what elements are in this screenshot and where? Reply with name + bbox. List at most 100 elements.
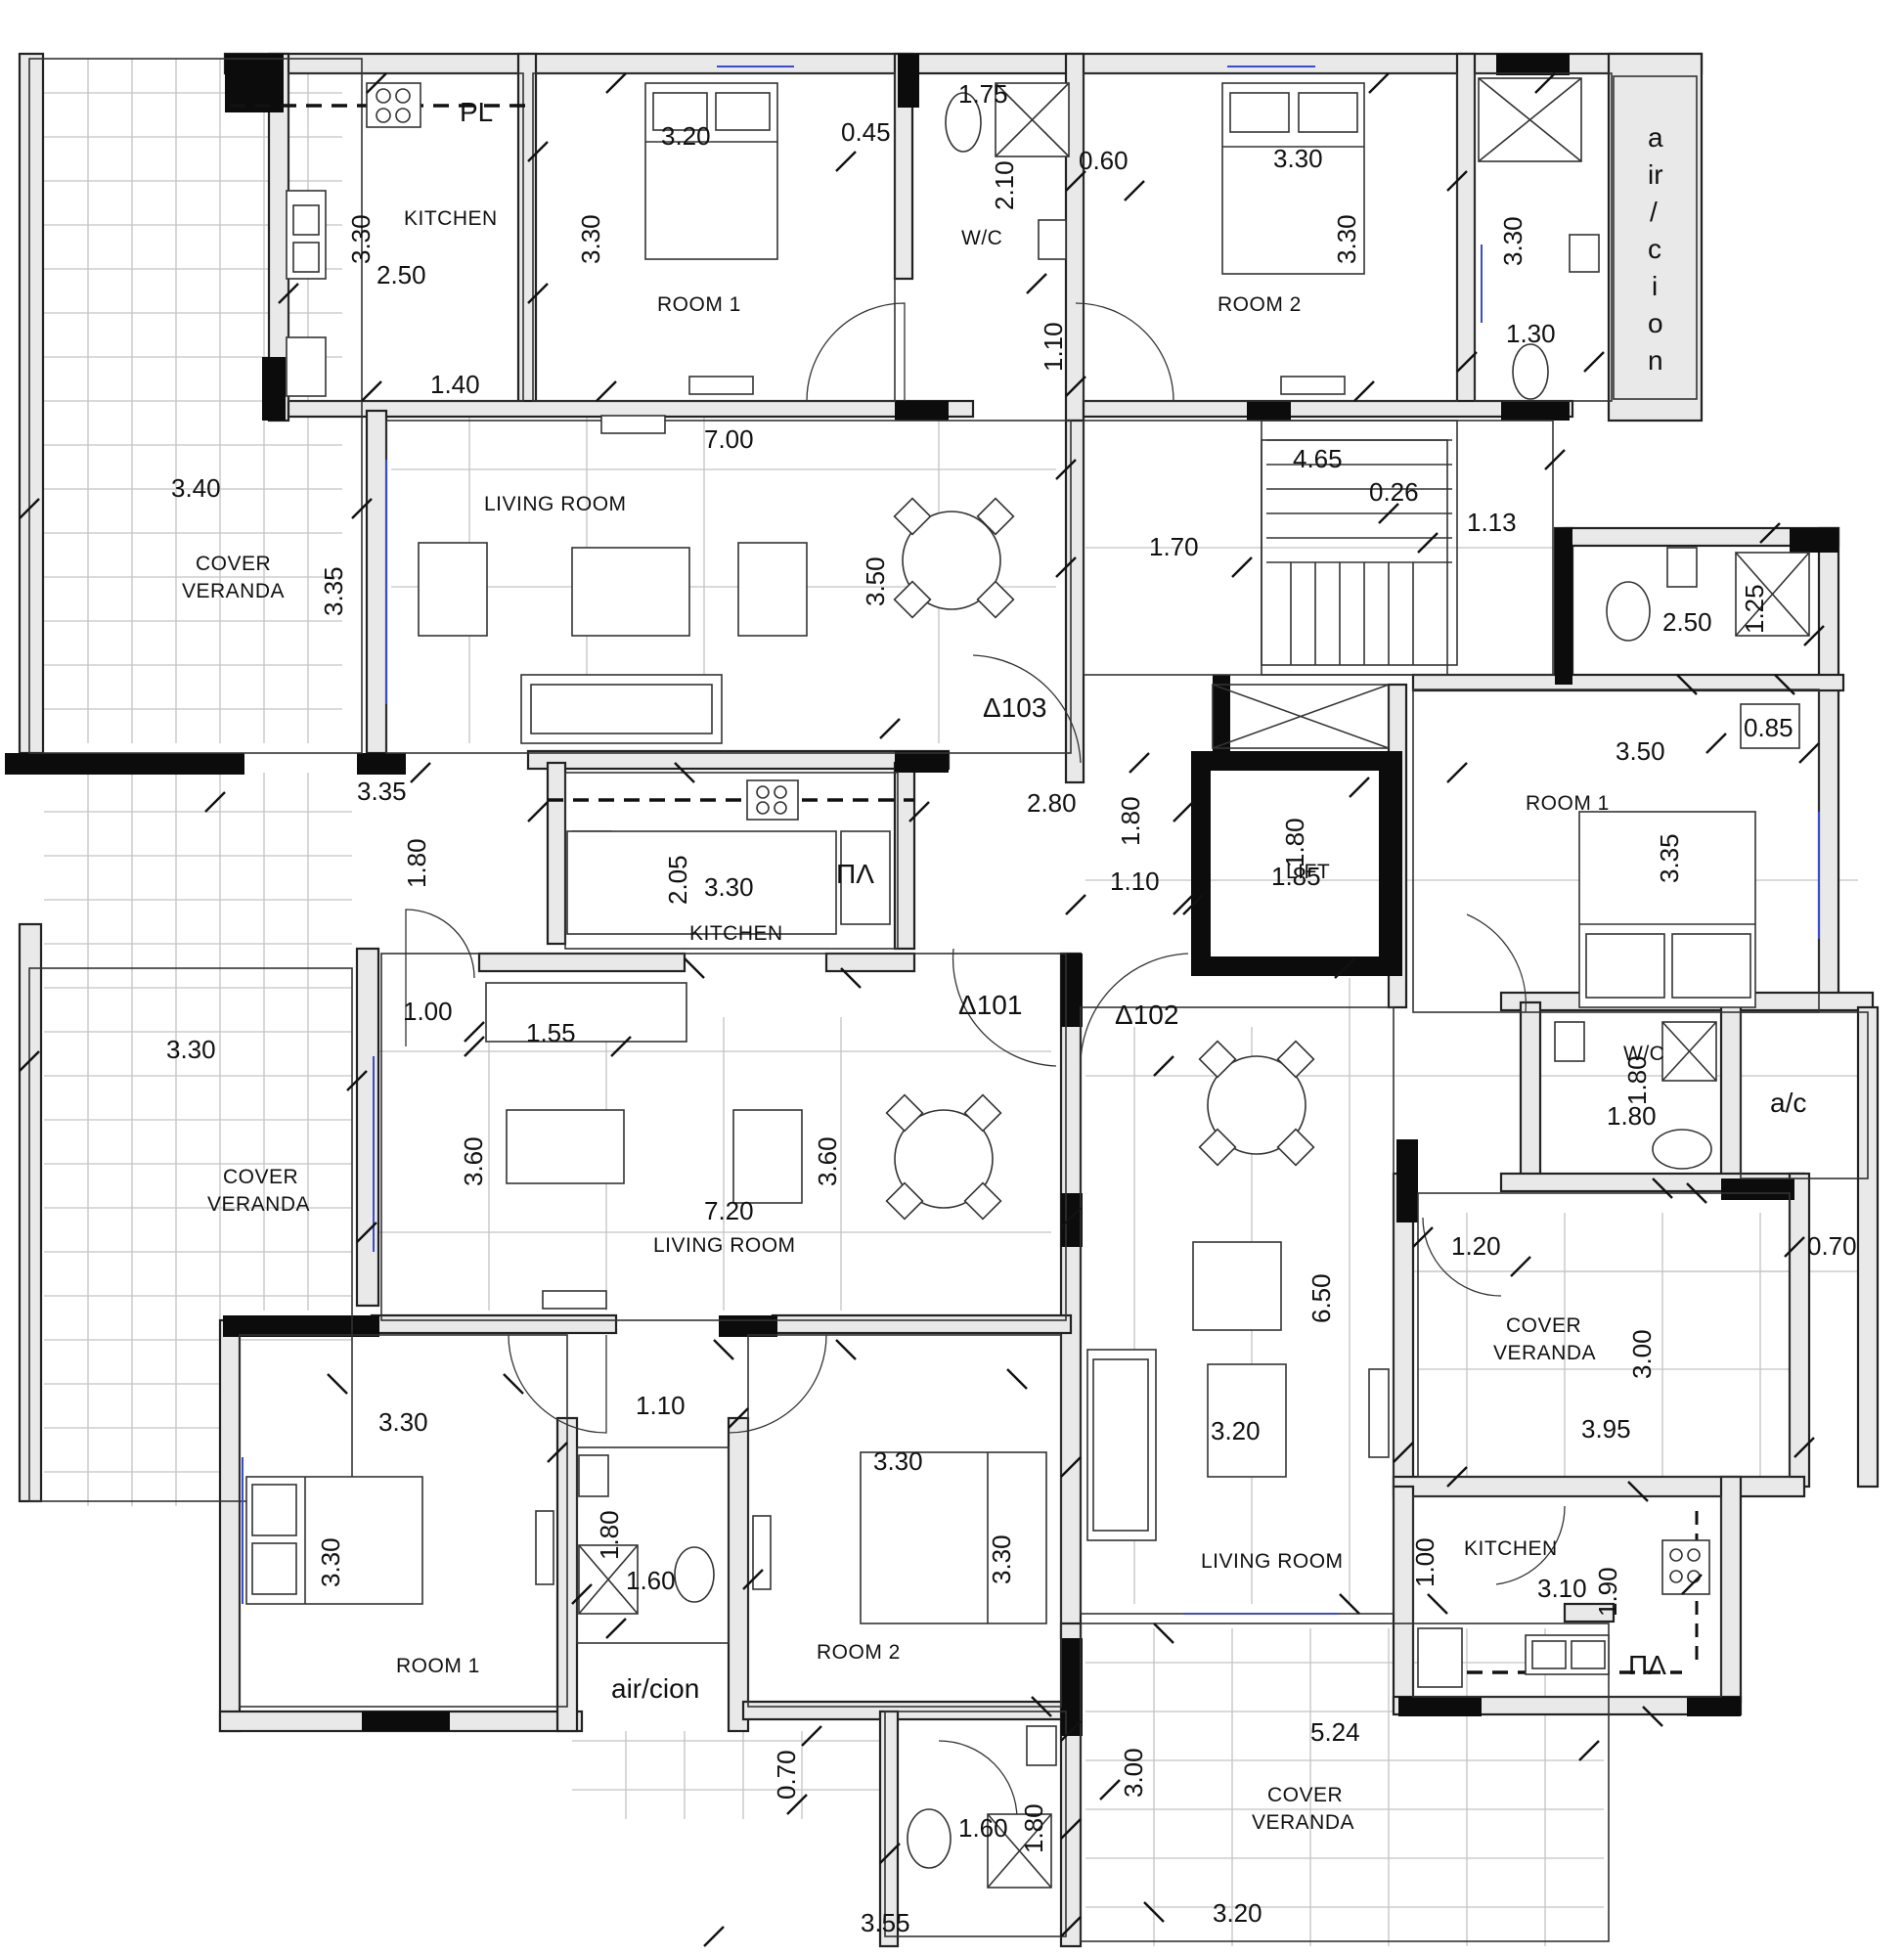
dimension-label: 1.30 bbox=[1506, 319, 1556, 348]
dimension-label: 3.35 bbox=[1655, 833, 1684, 883]
dimension-label: 3.40 bbox=[171, 473, 221, 503]
dimension-label: 6.50 bbox=[1306, 1273, 1336, 1323]
living-b-label: LIVING ROOM bbox=[653, 1234, 796, 1257]
plumbing-tag-top: PL bbox=[460, 97, 493, 127]
dimension-label: 3.50 bbox=[1616, 736, 1665, 766]
dimension-label: 1.85 bbox=[1271, 862, 1321, 891]
room1-b-label: ROOM 1 bbox=[396, 1655, 480, 1677]
unit-tag-102: Δ102 bbox=[1115, 1000, 1178, 1030]
plumbing-tag-mid: ΠΛ bbox=[836, 859, 874, 889]
veranda-b-label-line1: COVER bbox=[223, 1166, 298, 1188]
dimension-label: 3.30 bbox=[378, 1407, 428, 1437]
kitchen-b-label: KITCHEN bbox=[689, 922, 783, 945]
dimension-label: 3.10 bbox=[1537, 1574, 1587, 1603]
unit-tag-101: Δ101 bbox=[958, 990, 1022, 1020]
veranda-b-label-line2: VERANDA bbox=[207, 1193, 310, 1216]
dimension-label: 1.70 bbox=[1149, 532, 1199, 561]
dimension-label: 1.00 bbox=[1410, 1537, 1439, 1587]
dimension-label: 1.90 bbox=[1593, 1567, 1622, 1617]
dimension-label: 1.55 bbox=[526, 1018, 576, 1047]
unit-tag-103: Δ103 bbox=[983, 692, 1046, 723]
aircion-a-letter: / bbox=[1650, 197, 1658, 227]
dimension-label: 1.10 bbox=[1039, 322, 1068, 372]
aircion-a-letter: ir bbox=[1648, 159, 1663, 190]
room1-a-label: ROOM 1 bbox=[657, 293, 741, 316]
staircase bbox=[1261, 420, 1458, 666]
dimension-label: 3.55 bbox=[861, 1908, 910, 1937]
windows bbox=[242, 66, 1820, 1615]
dimension-label: 1.25 bbox=[1740, 584, 1769, 634]
dimension-label: 1.80 bbox=[402, 838, 431, 888]
furniture bbox=[245, 77, 1810, 1889]
dimensions: 3.30 2.50 1.40 3.20 3.30 0.45 1.75 2.10 … bbox=[166, 79, 1857, 1937]
dimension-label: 3.30 bbox=[987, 1534, 1016, 1584]
dimension-label: 3.20 bbox=[1213, 1898, 1262, 1928]
dimension-label: 3.60 bbox=[813, 1136, 842, 1186]
veranda-c-label-line2: VERANDA bbox=[1493, 1342, 1596, 1364]
lift-label: LIFT bbox=[1286, 861, 1330, 883]
living-a-label: LIVING ROOM bbox=[484, 493, 627, 515]
kitchen-c-label: KITCHEN bbox=[1464, 1537, 1558, 1560]
dimension-label: 0.85 bbox=[1744, 713, 1793, 742]
dimension-label: 1.80 bbox=[1607, 1101, 1657, 1131]
interior-lines bbox=[28, 58, 1869, 1942]
dimension-label: 1.10 bbox=[636, 1391, 686, 1420]
dimension-label: 2.80 bbox=[1027, 788, 1077, 818]
dimension-label: 5.24 bbox=[1310, 1717, 1360, 1747]
lift-shaft bbox=[1212, 684, 1390, 749]
dimension-label: 0.70 bbox=[772, 1750, 801, 1800]
dimension-label: 7.00 bbox=[704, 424, 754, 454]
dimension-label: 3.30 bbox=[316, 1537, 345, 1587]
dimension-label: 1.75 bbox=[958, 79, 1008, 109]
dimension-label: 2.50 bbox=[376, 260, 426, 289]
aircion-a-letter: n bbox=[1648, 345, 1663, 376]
dimension-label: 4.65 bbox=[1293, 444, 1343, 473]
dimension-label: 1.10 bbox=[1110, 867, 1160, 896]
dimension-label: 1.80 bbox=[595, 1510, 624, 1560]
ac-c-label: a/c bbox=[1770, 1088, 1806, 1118]
dimension-ticks bbox=[19, 72, 1825, 1947]
dimension-label: 3.30 bbox=[1498, 216, 1528, 266]
kitchen-a-label: KITCHEN bbox=[404, 207, 498, 230]
dimension-label: 3.30 bbox=[1273, 144, 1323, 173]
dimension-label: 1.13 bbox=[1467, 508, 1517, 537]
room2-b-label: ROOM 2 bbox=[817, 1641, 901, 1664]
dimension-label: 3.60 bbox=[459, 1136, 488, 1186]
dimension-label: 3.35 bbox=[319, 566, 348, 616]
dimension-label: 1.00 bbox=[403, 997, 453, 1026]
dimension-label: 3.50 bbox=[861, 556, 890, 606]
dimension-label: 1.40 bbox=[430, 370, 480, 399]
dimension-label: 3.30 bbox=[704, 872, 754, 902]
door-swings bbox=[405, 302, 1566, 1820]
veranda-d-label-line1: COVER bbox=[1267, 1784, 1343, 1806]
veranda-d-label-line2: VERANDA bbox=[1252, 1811, 1354, 1834]
veranda-a-label-line2: VERANDA bbox=[182, 580, 285, 602]
veranda-a-label-line1: COVER bbox=[196, 553, 271, 575]
dimension-label: 3.20 bbox=[1211, 1416, 1261, 1445]
dimension-label: 1.80 bbox=[1280, 818, 1309, 867]
dimension-label: 1.80 bbox=[1622, 1055, 1652, 1105]
wc-a-label: W/C bbox=[961, 227, 1002, 249]
unit-tags: Δ103 Δ101 Δ102 PL ΠΛ ΠΛ bbox=[460, 97, 1666, 1680]
living-c-label: LIVING ROOM bbox=[1201, 1550, 1344, 1573]
plumbing-tag-bottom: ΠΛ bbox=[1628, 1650, 1666, 1680]
dimension-label: 3.00 bbox=[1627, 1329, 1657, 1379]
aircion-a-letter: a bbox=[1648, 122, 1663, 153]
dimension-label: 1.20 bbox=[1451, 1231, 1501, 1261]
dimension-label: 3.95 bbox=[1581, 1414, 1631, 1444]
dimension-label: 1.60 bbox=[626, 1566, 676, 1595]
dimension-label: 1.60 bbox=[958, 1813, 1008, 1843]
dimension-label: 0.60 bbox=[1079, 146, 1129, 175]
room1-c-label: ROOM 1 bbox=[1526, 792, 1610, 815]
columns bbox=[5, 54, 1838, 1736]
dimension-label: 3.30 bbox=[873, 1446, 923, 1476]
aircion-b-label: air/cion bbox=[611, 1673, 699, 1704]
aircion-a-letter: o bbox=[1648, 308, 1663, 338]
dimension-label: 3.30 bbox=[166, 1035, 216, 1064]
dimension-label: 2.50 bbox=[1662, 607, 1712, 637]
room-labels: KITCHEN ROOM 1 W/C ROOM 2 LIVING ROOM CO… bbox=[182, 122, 1806, 1834]
aircion-a-letter: c bbox=[1648, 234, 1661, 264]
dimension-label: 3.30 bbox=[1332, 214, 1361, 264]
dimension-label: 3.30 bbox=[346, 214, 376, 264]
